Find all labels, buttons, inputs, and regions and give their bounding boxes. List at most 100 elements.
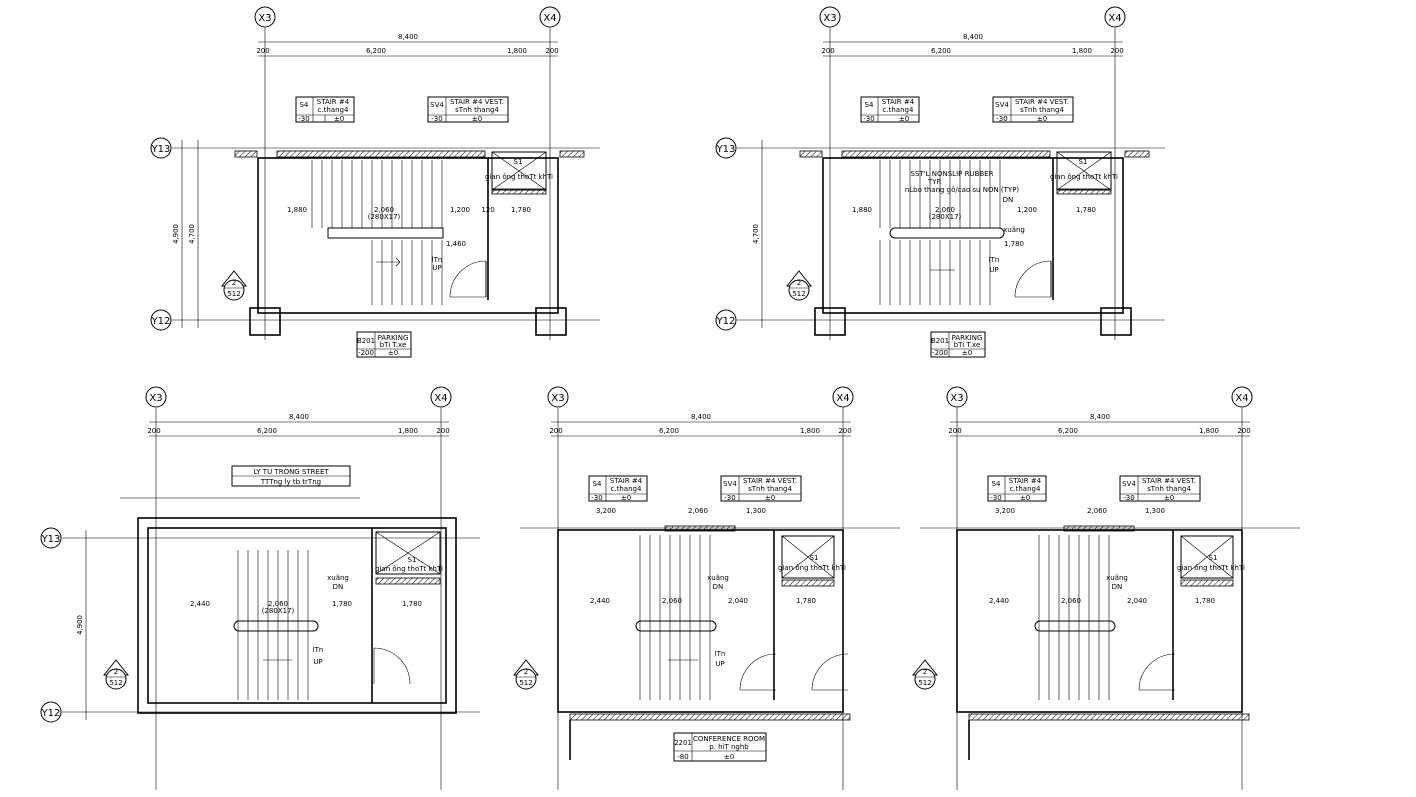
- svg-text:2,060: 2,060: [688, 507, 708, 515]
- svg-text:S1: S1: [1079, 158, 1088, 166]
- stair-plan-1: X3 X4 Y13 Y12 8,400 6,200 1,800 200 200 …: [150, 6, 600, 358]
- svg-text:200: 200: [948, 427, 961, 435]
- svg-text:S4: S4: [992, 480, 1001, 488]
- svg-text:lTn: lTn: [313, 646, 324, 654]
- room-tag-stair: S4 STAIR #4 c.thang4 -30 ±0: [987, 475, 1047, 502]
- svg-text:±0: ±0: [621, 494, 631, 502]
- svg-text:8,400: 8,400: [289, 413, 309, 421]
- svg-text:2,060: 2,060: [268, 600, 288, 608]
- section-marker: 2 512: [911, 659, 939, 690]
- svg-text:2: 2: [923, 668, 927, 676]
- svg-text:bTi T.xe: bTi T.xe: [380, 341, 407, 349]
- svg-text:(280X17): (280X17): [262, 607, 295, 615]
- svg-text:1,880: 1,880: [287, 206, 307, 214]
- svg-text:xuãng: xuãng: [1106, 574, 1128, 582]
- svg-text:-30: -30: [298, 115, 309, 123]
- svg-text:8,400: 8,400: [1090, 413, 1110, 421]
- svg-text:8,400: 8,400: [691, 413, 711, 421]
- svg-text:sTnh thang4: sTnh thang4: [1147, 485, 1191, 493]
- svg-text:DN: DN: [713, 583, 724, 591]
- stair-plan-4: X3 X4 8,400 6,200 1,800 200 200 S4 STAIR…: [512, 386, 900, 790]
- svg-text:±0: ±0: [765, 494, 775, 502]
- room-tag-vest: SV4 STAIR #4 VEST. sTnh thang4 -30 ±0: [427, 96, 509, 123]
- svg-text:SV4: SV4: [430, 101, 444, 109]
- svg-text:2,440: 2,440: [190, 600, 210, 608]
- svg-text:SV4: SV4: [723, 480, 737, 488]
- svg-text:STAIR #4: STAIR #4: [610, 477, 643, 485]
- svg-text:1,800: 1,800: [800, 427, 820, 435]
- section-marker: 2 512: [102, 659, 130, 690]
- grid-x3-label: X3: [258, 13, 271, 24]
- svg-text:p. hiT nghb: p. hiT nghb: [709, 743, 749, 751]
- svg-text:-30: -30: [724, 494, 735, 502]
- nosing-note: SST'L NONSLIP RUBBER: [911, 170, 994, 178]
- svg-text:sTnh thang4: sTnh thang4: [748, 485, 792, 493]
- stair-plan-3: X3 X4 Y13 Y12 8,400 6,200 1,800 200 200 …: [40, 386, 480, 790]
- svg-text:DN: DN: [1112, 583, 1123, 591]
- room-tag-vest: SV4 STAIR #4 VEST. sTnh thang4 -30 ±0: [1119, 475, 1201, 502]
- svg-text:1,800: 1,800: [398, 427, 418, 435]
- svg-text:Y13: Y13: [716, 144, 736, 155]
- svg-text:512: 512: [792, 290, 805, 298]
- svg-text:±0: ±0: [724, 753, 734, 761]
- nosing-note-vn: nLbo thang gô/cao su NON (TYP): [905, 186, 1020, 194]
- svg-text:4,900: 4,900: [76, 615, 84, 635]
- grid-y13-label: Y13: [151, 144, 171, 155]
- svg-text:xuãng: xuãng: [1003, 226, 1025, 234]
- stair-treads: [311, 160, 444, 305]
- svg-text:1,800: 1,800: [1072, 47, 1092, 55]
- svg-text:-200: -200: [932, 349, 948, 357]
- svg-text:1,780: 1,780: [402, 600, 422, 608]
- svg-text:±0: ±0: [388, 349, 398, 357]
- svg-text:3,200: 3,200: [596, 507, 616, 515]
- svg-text:6,200: 6,200: [931, 47, 951, 55]
- stair-plan-2: X3 X4 Y13 Y12 8,400 6,200 1,800 200 200 …: [715, 6, 1165, 358]
- dim-height-outer: 4,900: [172, 224, 180, 244]
- svg-text:c.thang4: c.thang4: [611, 485, 642, 493]
- svg-text:gian ông thoTt khTi: gian ông thoTt khTi: [1177, 564, 1245, 572]
- svg-text:512: 512: [109, 679, 122, 687]
- svg-text:200: 200: [436, 427, 449, 435]
- svg-text:c.thang4: c.thang4: [1010, 485, 1041, 493]
- svg-text:-30: -30: [996, 115, 1007, 123]
- svg-text:S4: S4: [865, 101, 874, 109]
- svg-text:sTnh thang4: sTnh thang4: [455, 106, 499, 114]
- svg-text:6,200: 6,200: [257, 427, 277, 435]
- svg-text:S4: S4: [593, 480, 602, 488]
- svg-text:STAIR #4: STAIR #4: [317, 98, 350, 106]
- svg-text:512: 512: [519, 679, 532, 687]
- dim-overall: 8,400: [398, 33, 418, 41]
- svg-text:2,060: 2,060: [1087, 507, 1107, 515]
- svg-text:X3: X3: [149, 393, 162, 404]
- svg-text:512: 512: [918, 679, 931, 687]
- svg-text:X3: X3: [950, 393, 963, 404]
- svg-text:-30: -30: [990, 494, 1001, 502]
- svg-text:Y13: Y13: [41, 534, 61, 545]
- svg-text:1,780: 1,780: [796, 597, 816, 605]
- room-tag-stair: S4 STAIR #4 c.thang4 -30 ±0: [295, 96, 355, 123]
- svg-text:-80: -80: [677, 753, 688, 761]
- svg-text:2,440: 2,440: [989, 597, 1009, 605]
- svg-text:lTn: lTn: [715, 650, 726, 658]
- svg-text:xuãng: xuãng: [707, 574, 729, 582]
- svg-text:PARKING: PARKING: [952, 334, 983, 342]
- svg-text:1,300: 1,300: [746, 507, 766, 515]
- svg-text:2: 2: [232, 279, 236, 287]
- svg-text:-200: -200: [358, 349, 374, 357]
- svg-text:2,040: 2,040: [1127, 597, 1147, 605]
- stair-treads: [879, 160, 1005, 305]
- up-label-vn: lTn: [432, 256, 443, 264]
- svg-text:B201: B201: [357, 337, 375, 345]
- svg-text:-30: -30: [431, 115, 442, 123]
- svg-text:200: 200: [1237, 427, 1250, 435]
- dim-right: 1,800: [507, 47, 527, 55]
- svg-text:UP: UP: [989, 266, 998, 274]
- svg-text:1,460: 1,460: [446, 240, 466, 248]
- svg-text:200: 200: [549, 427, 562, 435]
- svg-text:X4: X4: [434, 393, 447, 404]
- svg-text:120: 120: [481, 206, 494, 214]
- svg-text:512: 512: [227, 290, 240, 298]
- svg-text:DN: DN: [333, 583, 344, 591]
- svg-text:1,300: 1,300: [1145, 507, 1165, 515]
- room-tag-vest: SV4 STAIR #4 VEST. sTnh thang4 -30 ±0: [720, 475, 802, 502]
